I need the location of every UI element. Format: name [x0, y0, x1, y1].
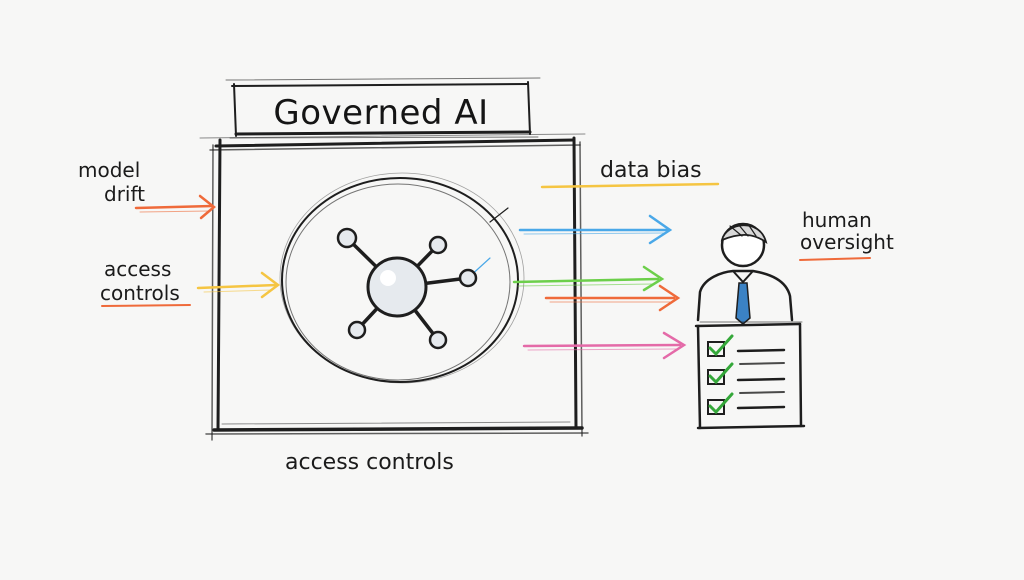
human-oversight-underline [799, 257, 871, 261]
title-box [225, 77, 541, 139]
label-oversight: oversight [800, 230, 894, 254]
access-controls-underline [101, 304, 191, 307]
pink-arrow [522, 331, 687, 360]
network-node-icon [336, 227, 491, 350]
label-human: human [802, 208, 872, 232]
diagram-title: Governed AI [273, 93, 489, 133]
label-model: model [78, 158, 141, 182]
orange-arrow [544, 284, 681, 312]
model-drift-arrow [134, 194, 216, 220]
checklist-icon [694, 321, 806, 430]
person-icon [696, 222, 794, 325]
label-bottom-access-controls: access controls [285, 450, 454, 475]
label-data-bias: data bias [600, 158, 702, 183]
model-circle [279, 172, 525, 384]
label-access: access [104, 257, 172, 281]
data-bias-underline [540, 182, 720, 189]
label-controls: controls [100, 281, 180, 305]
access-controls-arrow [196, 271, 281, 299]
label-drift: drift [104, 182, 146, 206]
green-arrow [512, 265, 665, 292]
blue-arrow [518, 214, 673, 245]
